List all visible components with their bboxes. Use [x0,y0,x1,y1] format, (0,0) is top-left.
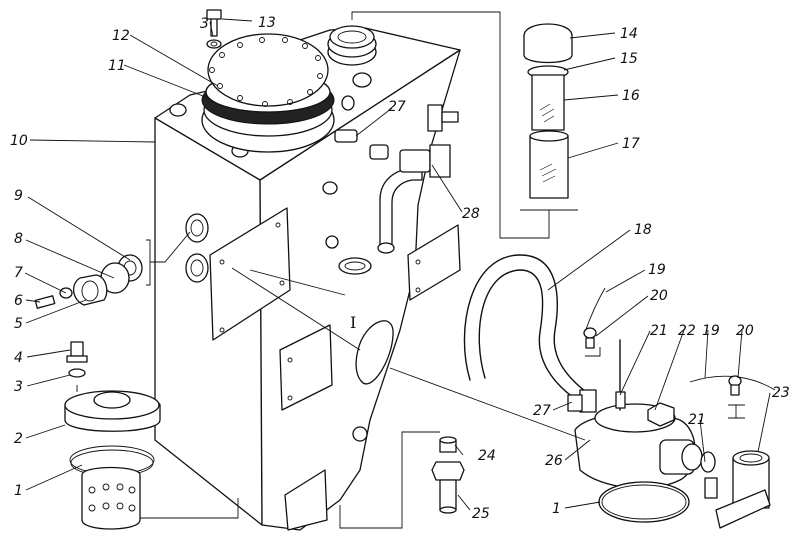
breather-filter [351,11,578,239]
callout-16: 16 [622,88,640,104]
callout-12: 12 [112,28,130,44]
callout-24: 24 [478,448,496,464]
callout-18: 18 [634,222,652,238]
callout-20-left: 20 [650,288,668,304]
view-marker-i: I [350,313,356,332]
connection-arrows [231,267,586,441]
callout-2: 2 [14,431,23,447]
side-port-parts [34,231,191,309]
callout-3-bottom: 3 [14,379,23,395]
callout-19-left: 19 [648,262,666,278]
callout-8: 8 [14,231,23,247]
drain-fittings [339,431,465,529]
callout-26: 26 [545,453,563,469]
callout-13: 13 [258,15,276,31]
callout-21-top: 21 [650,323,668,339]
callout-22: 22 [678,323,696,339]
callout-11: 11 [108,58,126,74]
callout-3-top: 3 [200,16,209,32]
callout-4: 4 [14,350,23,366]
callout-14: 14 [620,26,638,42]
callout-21-bottom: 21 [688,412,706,428]
callout-leaders [24,18,771,511]
callout-6: 6 [14,293,23,309]
callout-25: 25 [472,506,490,522]
callout-5: 5 [14,316,23,332]
hose [463,254,591,404]
callout-23: 23 [772,385,790,401]
callout-1-right: 1 [552,501,561,517]
callout-28: 28 [462,206,480,222]
callout-17: 17 [622,136,640,152]
top-cover-assembly [201,9,335,153]
callout-15: 15 [620,51,638,67]
callout-19-right: 19 [702,323,720,339]
callout-9: 9 [14,188,23,204]
filter-head-assembly [567,287,776,529]
filter-assembly-left [64,341,239,530]
callout-7: 7 [14,265,23,281]
callout-27-bottom: 27 [533,403,551,419]
callout-20-right: 20 [736,323,754,339]
callout-1-left: 1 [14,483,23,499]
filler-neck [327,25,377,66]
callout-27-top: 27 [388,99,406,115]
callout-labels: 13 3 12 11 10 9 8 7 6 5 4 3 2 1 14 15 16… [10,15,790,522]
callout-10: 10 [10,133,28,149]
